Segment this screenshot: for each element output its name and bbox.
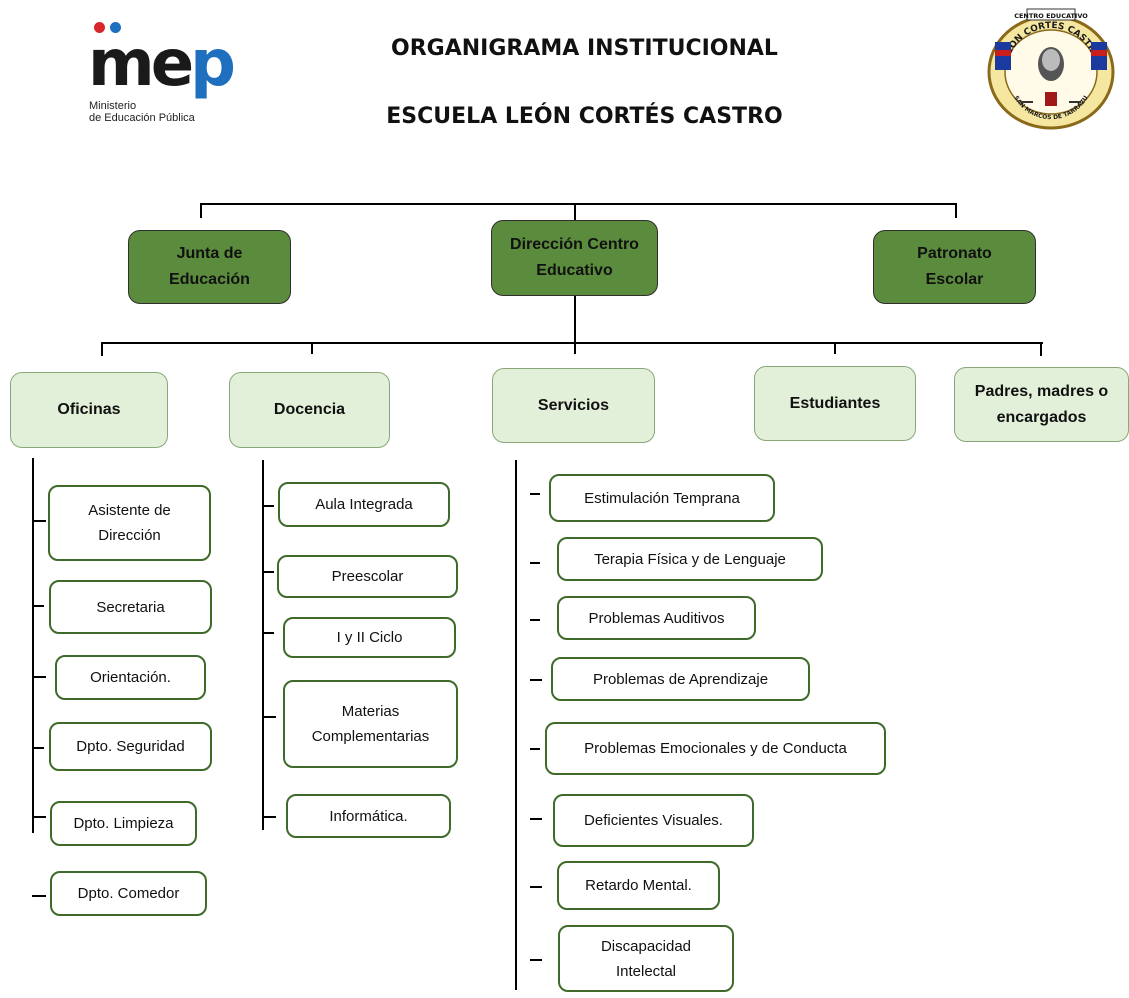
- leaf-label: Dpto. Seguridad: [76, 738, 185, 755]
- leaf-estimulacion-temprana: Estimulación Temprana: [549, 474, 775, 522]
- connector: [200, 203, 202, 218]
- leaf-label: Materias Complementarias: [311, 703, 430, 745]
- connector: [32, 458, 34, 833]
- box-docencia: Docencia: [229, 372, 390, 448]
- page-subtitle: ESCUELA LEÓN CORTÉS CASTRO: [386, 104, 783, 129]
- leaf-dpto-seguridad: Dpto. Seguridad: [49, 722, 212, 771]
- mep-logo: mep Ministerio de Educación Pública: [76, 18, 236, 128]
- connector: [530, 619, 540, 621]
- leaf-problemas-auditivos: Problemas Auditivos: [557, 596, 756, 640]
- connector: [530, 818, 542, 820]
- connector: [101, 342, 103, 356]
- connector: [262, 632, 274, 634]
- connector: [530, 959, 542, 961]
- connector: [834, 342, 836, 354]
- leaf-orientacion: Orientación.: [55, 655, 206, 700]
- connector: [530, 562, 540, 564]
- mep-subtitle: Ministerio de Educación Pública: [89, 100, 195, 124]
- box-padres-madres-encargados: Padres, madres o encargados: [954, 367, 1129, 442]
- connector: [102, 342, 1043, 344]
- leaf-secretaria: Secretaria: [49, 580, 212, 634]
- connector: [32, 747, 44, 749]
- leaf-label: Dpto. Limpieza: [73, 815, 174, 832]
- box-label: Padres, madres o encargados: [974, 382, 1109, 426]
- box-label: Patronato Escolar: [917, 245, 992, 288]
- connector: [530, 493, 540, 495]
- leaf-aula-integrada: Aula Integrada: [278, 482, 450, 527]
- leaf-label: Retardo Mental.: [585, 877, 692, 894]
- connector: [32, 816, 46, 818]
- connector: [311, 342, 313, 354]
- leaf-asistente-direccion: Asistente de Dirección: [48, 485, 211, 561]
- leaf-label: Dpto. Comedor: [77, 885, 180, 902]
- leaf-label: Discapacidad Intelectal: [600, 937, 692, 980]
- box-label: Servicios: [537, 396, 610, 414]
- seal-top-text: CENTRO EDUCATIVO: [1014, 12, 1088, 20]
- connector: [32, 895, 46, 897]
- page-title: ORGANIGRAMA INSTITUCIONAL: [391, 36, 778, 61]
- connector: [1040, 342, 1042, 356]
- box-patronato-escolar: Patronato Escolar: [873, 230, 1036, 304]
- box-estudiantes: Estudiantes: [754, 366, 916, 441]
- connector: [262, 816, 276, 818]
- mep-wordmark: mep: [88, 27, 236, 101]
- connector: [530, 679, 542, 681]
- leaf-informatica: Informática.: [286, 794, 451, 838]
- leaf-label: Deficientes Visuales.: [584, 812, 723, 829]
- leaf-i-y-ii-ciclo: I y II Ciclo: [283, 617, 456, 658]
- school-seal: CENTRO EDUCATIVO LEON CORTES CASTRO SAN …: [987, 8, 1115, 130]
- connector: [201, 203, 957, 205]
- leaf-label: Problemas Auditivos: [588, 609, 725, 627]
- connector: [32, 605, 44, 607]
- connector: [32, 676, 46, 678]
- connector: [530, 886, 542, 888]
- leaf-problemas-aprendizaje: Problemas de Aprendizaje: [551, 657, 810, 701]
- box-label: Estudiantes: [789, 394, 881, 412]
- connector: [262, 505, 274, 507]
- connector: [32, 520, 46, 522]
- connector: [955, 203, 957, 218]
- connector: [574, 342, 576, 354]
- leaf-label: Terapia Física y de Lenguaje: [594, 550, 786, 568]
- box-label: Oficinas: [57, 401, 121, 418]
- box-label: Docencia: [273, 401, 346, 418]
- leaf-label: Estimulación Temprana: [584, 489, 740, 507]
- leaf-problemas-emocionales-conducta: Problemas Emocionales y de Conducta: [545, 722, 886, 775]
- leaf-discapacidad-intelectal: Discapacidad Intelectal: [558, 925, 734, 992]
- connector: [262, 716, 276, 718]
- box-label: Dirección Centro Educativo: [510, 236, 639, 279]
- connector: [530, 748, 540, 750]
- leaf-label: Secretaria: [96, 598, 165, 616]
- box-servicios: Servicios: [492, 368, 655, 443]
- connector: [262, 460, 264, 830]
- mep-dot-blue: [110, 22, 121, 33]
- box-junta-educacion: Junta de Educación: [128, 230, 291, 304]
- leaf-dpto-limpieza: Dpto. Limpieza: [50, 801, 197, 846]
- leaf-dpto-comedor: Dpto. Comedor: [50, 871, 207, 916]
- leaf-label: Preescolar: [331, 568, 404, 585]
- leaf-label: Informática.: [329, 807, 408, 825]
- mep-dot-red: [94, 22, 105, 33]
- connector: [515, 460, 517, 990]
- leaf-label: Aula Integrada: [315, 496, 413, 513]
- leaf-label: Problemas de Aprendizaje: [592, 670, 769, 688]
- leaf-label: Problemas Emocionales y de Conducta: [584, 740, 847, 757]
- leaf-preescolar: Preescolar: [277, 555, 458, 598]
- leaf-label: I y II Ciclo: [336, 629, 403, 646]
- box-oficinas: Oficinas: [10, 372, 168, 448]
- leaf-materias-complementarias: Materias Complementarias: [283, 680, 458, 768]
- box-label: Junta de Educación: [169, 245, 250, 288]
- leaf-label: Orientación.: [90, 669, 171, 686]
- leaf-deficientes-visuales: Deficientes Visuales.: [553, 794, 754, 847]
- box-direccion-centro-educativo: Dirección Centro Educativo: [491, 220, 658, 296]
- leaf-label: Asistente de Dirección: [88, 502, 171, 544]
- leaf-terapia-fisica-lenguaje: Terapia Física y de Lenguaje: [557, 537, 823, 581]
- connector: [574, 296, 576, 344]
- connector: [262, 571, 274, 573]
- connector: [574, 203, 576, 220]
- leaf-retardo-mental: Retardo Mental.: [557, 861, 720, 910]
